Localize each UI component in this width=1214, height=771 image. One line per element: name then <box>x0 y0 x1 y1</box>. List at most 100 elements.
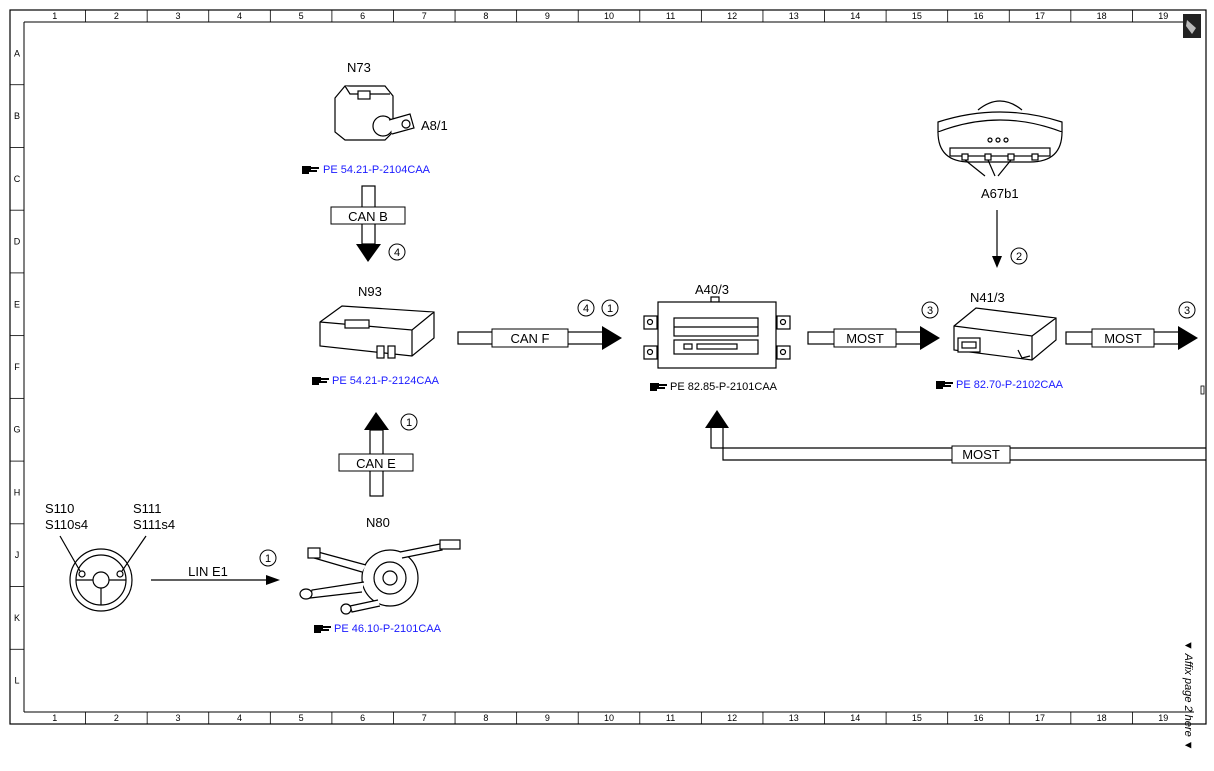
can-b-label: CAN B <box>348 209 388 224</box>
column-label: 3 <box>175 713 180 723</box>
column-label: 14 <box>850 713 860 723</box>
column-label: 4 <box>237 11 242 21</box>
column-label: 6 <box>360 11 365 21</box>
column-label: 7 <box>422 713 427 723</box>
row-label: E <box>14 299 20 309</box>
most-2-marker: 3 <box>1184 305 1190 317</box>
column-label: 17 <box>1035 11 1045 21</box>
head-unit-icon <box>643 296 791 369</box>
s111-label: S111 <box>133 501 161 516</box>
column-label: 17 <box>1035 713 1045 723</box>
column-label: 10 <box>604 713 614 723</box>
ref-icon <box>302 166 319 174</box>
column-label: 18 <box>1097 11 1107 21</box>
column-label: 11 <box>666 713 675 723</box>
can-f-marker-a: 4 <box>583 303 589 315</box>
can-e-marker: 1 <box>406 417 412 429</box>
column-label: 3 <box>175 11 180 21</box>
column-label: 7 <box>422 11 427 21</box>
column-label: 15 <box>912 713 922 723</box>
a67-marker: 2 <box>1016 251 1022 263</box>
row-ticks: A B C D E F G H J K L <box>10 48 24 686</box>
row-label: K <box>14 613 20 623</box>
row-label: F <box>14 362 20 372</box>
column-ticks: 1122334455667788991010111112121313141415… <box>52 10 1168 724</box>
column-label: 11 <box>666 11 675 21</box>
n41-3-ref-link[interactable]: PE 82.70-P-2102CAA <box>956 379 1064 391</box>
n73-ref-link[interactable]: PE 54.21-P-2104CAA <box>323 164 431 176</box>
steering-wheel-component: S110 S110s4 S111 S111s4 <box>45 501 175 612</box>
column-label: 19 <box>1158 11 1168 21</box>
can-f-label: CAN F <box>511 331 550 346</box>
can-b-bus: CAN B 4 <box>330 185 406 262</box>
row-label: C <box>14 174 21 184</box>
edge-mark <box>1200 385 1205 395</box>
a40-3-component: A40/3 PE 82.85-P-2101CAA <box>643 282 791 393</box>
column-label: 8 <box>483 713 488 723</box>
ref-icon <box>312 377 329 385</box>
column-label: 5 <box>299 713 304 723</box>
s111s4-label: S111s4 <box>133 517 175 532</box>
column-label: 14 <box>850 11 860 21</box>
s110s4-label: S110s4 <box>45 517 88 532</box>
a67b1-component: A67b1 2 <box>937 100 1063 268</box>
row-label: G <box>13 425 20 435</box>
n80-ref-link[interactable]: PE 46.10-P-2101CAA <box>334 623 442 635</box>
row-label: B <box>14 111 20 121</box>
n73-component: N73 A8/1 PE 54.21-P-2104CAA <box>302 60 448 176</box>
row-label: D <box>14 237 21 247</box>
column-label: 12 <box>727 11 737 21</box>
most-return-bus: MOST <box>705 410 1206 464</box>
column-label: 13 <box>789 11 799 21</box>
can-b-marker: 4 <box>394 247 400 259</box>
row-label: J <box>15 550 20 560</box>
lin-e1-line: LIN E1 1 <box>151 549 280 585</box>
n93-ref-link[interactable]: PE 54.21-P-2124CAA <box>332 375 440 387</box>
affix-note: ▼ Affix page 2 here ▼ <box>1182 640 1194 751</box>
most-1-label: MOST <box>846 331 884 346</box>
lin-e1-label: LIN E1 <box>188 564 228 579</box>
column-label: 12 <box>727 713 737 723</box>
most-bus-2: MOST 3 <box>1065 301 1198 350</box>
most-bus-1: MOST 3 <box>807 301 940 350</box>
column-label: 9 <box>545 11 550 21</box>
steering-wheel-icon <box>59 535 147 612</box>
n80-component: N80 PE 46.10-P-2101CAA <box>299 515 461 635</box>
column-label: 19 <box>1158 713 1168 723</box>
steering-column-module-icon <box>299 539 461 615</box>
column-label: 1 <box>52 11 57 21</box>
frame <box>9 9 1207 725</box>
n73-label: N73 <box>347 60 371 75</box>
ref-icon <box>650 383 667 391</box>
can-f-marker-b: 1 <box>607 303 613 315</box>
rearview-mirror-icon <box>937 100 1063 177</box>
a40-3-label: A40/3 <box>695 282 729 297</box>
column-label: 6 <box>360 713 365 723</box>
column-label: 1 <box>52 713 57 723</box>
row-label: L <box>14 676 19 686</box>
n41-3-component: N41/3 PE 82.70-P-2102CAA <box>936 290 1064 391</box>
column-label: 16 <box>973 11 983 21</box>
control-unit-icon <box>319 305 435 359</box>
column-label: 2 <box>114 713 119 723</box>
can-e-bus: CAN E 1 <box>338 412 418 497</box>
s110-label: S110 <box>45 501 74 516</box>
column-label: 8 <box>483 11 488 21</box>
most-2-label: MOST <box>1104 331 1142 346</box>
corner-icon <box>1183 14 1201 38</box>
column-label: 5 <box>299 11 304 21</box>
n93-component: N93 PE 54.21-P-2124CAA <box>312 284 440 387</box>
ref-icon <box>314 625 331 633</box>
can-e-label: CAN E <box>356 456 396 471</box>
a67b1-label: A67b1 <box>981 186 1019 201</box>
row-label: A <box>14 48 20 58</box>
ignition-switch-icon <box>334 85 415 141</box>
column-label: 13 <box>789 713 799 723</box>
lin-marker: 1 <box>265 553 271 565</box>
row-label: H <box>14 487 21 497</box>
column-label: 9 <box>545 713 550 723</box>
a40-3-ref-link[interactable]: PE 82.85-P-2101CAA <box>670 381 778 393</box>
column-label: 15 <box>912 11 922 21</box>
n41-3-label: N41/3 <box>970 290 1005 305</box>
